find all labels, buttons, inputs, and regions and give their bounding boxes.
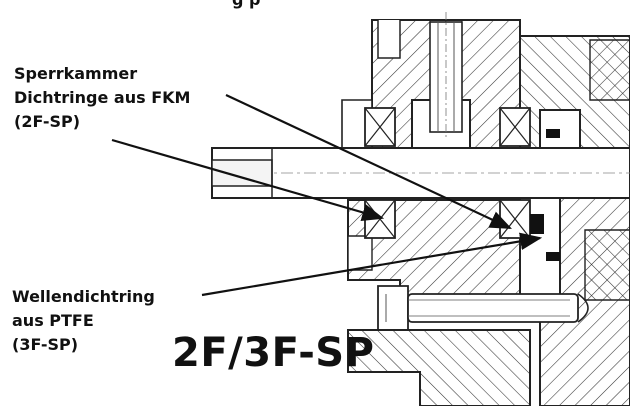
lower-bolt bbox=[377, 285, 589, 331]
arrow-to-ptfe-seal bbox=[201, 232, 543, 297]
label-wellendichtring-line1: Wellendichtring bbox=[12, 287, 155, 306]
leader-arrows bbox=[111, 94, 543, 297]
drive-shaft bbox=[211, 147, 630, 199]
lower-housing bbox=[347, 329, 531, 406]
arrow-to-right-seal-ring bbox=[225, 94, 512, 229]
upper-housing bbox=[371, 12, 521, 149]
model-title: 2F/3F-SP bbox=[172, 330, 375, 376]
label-sperrkammer-line3: (2F-SP) bbox=[14, 112, 81, 131]
arrow-to-left-seal-ring bbox=[111, 138, 385, 221]
label-wellendichtring-line2: aus PTFE bbox=[12, 311, 94, 330]
label-sperrkammer-line1: Sperrkammer bbox=[14, 64, 138, 83]
right-pump-body bbox=[519, 35, 630, 406]
label-sperrkammer-line2: Dichtringe aus FKM bbox=[14, 88, 191, 107]
cropped-top-caption: g p bbox=[232, 0, 260, 9]
label-wellendichtring: Wellendichtring aus PTFE (3F-SP) bbox=[12, 285, 155, 357]
label-sperrkammer: Sperrkammer Dichtringe aus FKM (2F-SP) bbox=[14, 62, 190, 134]
label-wellendichtring-line3: (3F-SP) bbox=[12, 335, 79, 354]
